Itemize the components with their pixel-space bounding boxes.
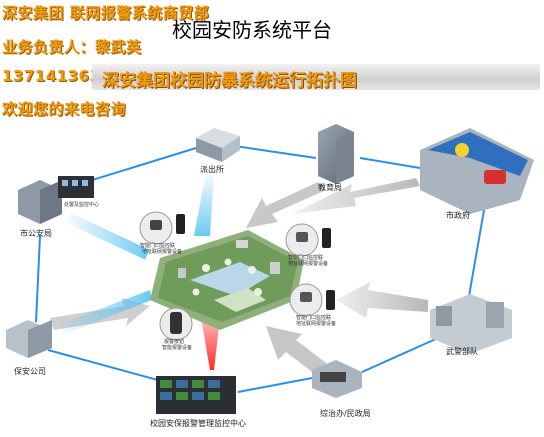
camera-icon-3: [300, 292, 312, 302]
device-icon-1: [176, 214, 185, 234]
alert-beam-securitycompany: [60, 290, 152, 334]
device-icon-2: [322, 228, 331, 248]
label-security-company: 保安公司: [14, 367, 46, 376]
building-education-bureau: [318, 124, 354, 184]
alarm-device-icon: [170, 312, 182, 334]
device-label-2: 地址联网报警设备: [142, 249, 183, 255]
device-label-6: 地址联网报警设备: [296, 321, 337, 327]
device-label-alarm: 报警按钮: [164, 339, 185, 345]
building-police-station: [196, 128, 240, 162]
arrow-from-comprehensive: [266, 326, 330, 378]
page-title: 校园安防系统平台: [172, 18, 332, 42]
ad-line-contact-person: 业务负责人：黎武英: [2, 38, 142, 56]
campus-devices: [139, 211, 335, 341]
label-armed-police: 武警部队: [446, 347, 478, 356]
building-monitor-center: [156, 376, 236, 414]
label-city-government: 市政府: [446, 211, 470, 220]
ad-line-welcome: 欢迎您的来电咨询: [2, 100, 127, 118]
arrow-from-armedpolice: [336, 282, 428, 318]
label-public-security: 市公安局: [20, 229, 52, 238]
building-comprehensive-office: [312, 360, 362, 398]
link-education-government: [359, 157, 421, 169]
topology-banner: 深安集团校园防暴系统运行拓扑图: [92, 64, 540, 91]
camera-icon-2: [296, 232, 308, 242]
label-education-bureau: 教育局: [318, 183, 342, 192]
network-links: [35, 144, 485, 393]
banner-title: 深安集团校园防暴系统运行拓扑图: [102, 71, 357, 91]
device-label-device: 智能报警设备: [162, 345, 193, 351]
building-armed-police: [430, 294, 512, 354]
link-government-armedpolice: [467, 209, 485, 303]
ad-line-company: 深安集团 联网报警系统商贸部: [2, 4, 210, 22]
camera-icon-1: [150, 220, 162, 230]
link-securitycompany-monitor: [47, 349, 177, 386]
label-comprehensive-office: 综治办/民政局: [320, 409, 371, 418]
device-label-3: 智能门口监控联: [288, 255, 324, 261]
label-ps-sub: 处警及监控中心: [64, 202, 100, 208]
link-publicsecurity-securitycompany: [35, 235, 41, 323]
link-monitor-comprehensive: [237, 377, 313, 393]
arrow-from-education: [246, 182, 326, 228]
ad-line-phone: 13714136357: [2, 67, 123, 85]
alert-beams: [60, 172, 222, 370]
building-city-government: [420, 128, 534, 214]
device-label-1: 智能门口监控联: [140, 243, 176, 249]
alert-beam-police: [194, 172, 214, 236]
label-monitor-center: 校园安保报警管理监控中心: [150, 419, 246, 428]
device-label-5: 智能门口监控联: [296, 315, 332, 321]
device-icon-3: [326, 290, 335, 310]
campus-model: [150, 230, 304, 330]
building-security-company: [6, 320, 52, 358]
arrow-from-government: [292, 178, 420, 214]
link-comprehensive-armedpolice: [361, 337, 439, 373]
label-police-station: 派出所: [200, 165, 224, 174]
link-police-education: [227, 144, 317, 159]
device-label-4: 地址联网报警设备: [288, 261, 329, 267]
building-public-security: [18, 176, 94, 224]
alert-beam-publicsecurity: [66, 212, 150, 260]
